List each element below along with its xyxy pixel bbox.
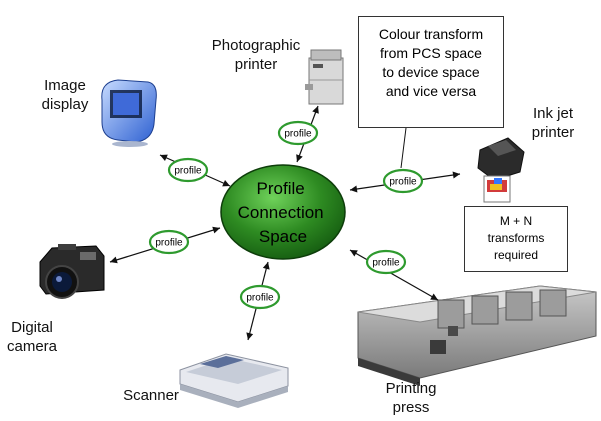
profile-pill-label: profile xyxy=(372,258,400,269)
profile-pill-label: profile xyxy=(389,177,417,188)
profile-pill-label: profile xyxy=(174,166,202,177)
photographic-printer-arrowhead-device xyxy=(312,106,319,114)
photographic-printer-label: Photographic printer xyxy=(211,37,301,73)
callout-pointer xyxy=(400,127,407,169)
printing-press-arrowhead-device xyxy=(430,293,438,300)
profile-pill-photographic-printer: profile xyxy=(277,120,319,146)
ink-jet-printer-label: Ink jet printer xyxy=(531,105,575,141)
image-display-arrowhead-device xyxy=(160,154,168,162)
photographic-printer-arrowhead-pcs xyxy=(296,154,303,162)
image-display-arrowhead-pcs xyxy=(222,179,230,187)
profile-pill-ink-jet-printer: profile xyxy=(382,168,424,194)
profile-pill-outline xyxy=(239,284,281,310)
profile-pill-image-display: profile xyxy=(167,157,209,183)
profile-pills: profile profile profile profile profile profi… xyxy=(148,120,424,310)
digital-camera-icon xyxy=(39,244,105,299)
scanner-arrowhead-device xyxy=(246,332,254,340)
image-display-label: Image display xyxy=(41,77,89,113)
profile-pill-digital-camera: profile xyxy=(148,229,190,255)
scanner-icon xyxy=(179,353,289,408)
ink-jet-printer-arrowhead-pcs xyxy=(350,185,358,193)
digital-camera-label: Digital camera xyxy=(6,319,58,355)
image-display-icon xyxy=(101,79,157,147)
ink-jet-printer-icon xyxy=(477,137,525,203)
pcs-label-line-3: Space xyxy=(259,227,307,246)
printing-press-connector xyxy=(349,249,439,301)
printing-press-arrowhead-pcs xyxy=(350,250,358,257)
profile-pill-outline xyxy=(167,157,209,183)
printing-press-icon xyxy=(357,285,597,386)
digital-camera-arrowhead-device xyxy=(110,256,118,264)
profile-pill-scanner: profile xyxy=(239,284,281,310)
profile-pill-outline xyxy=(277,120,319,146)
photographic-printer-icon xyxy=(305,49,344,105)
colour-transform-callout: Colour transform from PCS space to devic… xyxy=(358,16,504,128)
pcs-label: Profile Connection Space xyxy=(238,179,329,246)
pcs-label-line-2: Connection xyxy=(238,203,324,222)
scanner-arrowhead-pcs xyxy=(262,262,270,270)
profile-connection-space-node: Profile Connection Space xyxy=(220,164,346,260)
profile-pill-printing-press: profile xyxy=(365,249,407,275)
mn-transforms-callout: M + N transforms required xyxy=(464,206,568,272)
profile-pill-label: profile xyxy=(284,129,312,140)
profile-pill-outline xyxy=(382,168,424,194)
printing-press-label: Printing press xyxy=(385,380,437,416)
pcs-label-line-1: Profile xyxy=(257,179,305,198)
digital-camera-arrowhead-pcs xyxy=(212,226,220,234)
ink-jet-printer-arrowhead-device xyxy=(452,171,460,179)
profile-pill-outline xyxy=(365,249,407,275)
profile-pill-label: profile xyxy=(155,238,183,249)
scanner-label: Scanner xyxy=(123,387,179,404)
profile-pill-outline xyxy=(148,229,190,255)
profile-pill-label: profile xyxy=(246,293,274,304)
